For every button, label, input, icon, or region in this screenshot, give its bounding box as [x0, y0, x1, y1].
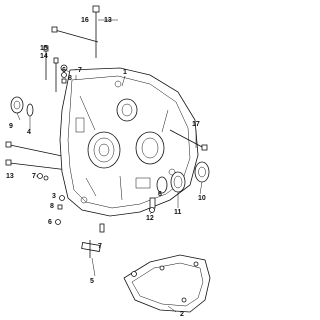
- callout-3: 3: [52, 193, 56, 200]
- callout-4: 4: [27, 129, 31, 136]
- callout-8-right: 6: [158, 191, 162, 198]
- callout-17: 17: [192, 121, 200, 128]
- cover-plate-part[interactable]: [123, 254, 211, 313]
- callout-14-top: 14: [40, 53, 48, 60]
- callout-2: 2: [180, 311, 184, 318]
- callout-8-top: 8: [68, 75, 72, 82]
- callout-6-left: 6: [48, 219, 52, 226]
- callout-7-left: 7: [32, 173, 36, 180]
- leader-lines: [16, 69, 203, 313]
- long-stud-part[interactable]: [92, 5, 100, 58]
- callout-16: 16: [81, 17, 89, 24]
- callout-15: 15: [40, 45, 48, 52]
- washer-part[interactable]: [26, 103, 34, 117]
- callout-9: 9: [9, 123, 13, 130]
- bearing-8-part[interactable]: [156, 176, 168, 194]
- bolt-14-part[interactable]: [43, 45, 59, 92]
- seal-10-part[interactable]: [194, 161, 210, 183]
- transmission-housing-part[interactable]: [59, 67, 199, 217]
- callout-1: 1: [123, 69, 127, 76]
- callout-11: 11: [174, 209, 182, 216]
- bolt-12-part[interactable]: [149, 197, 156, 213]
- callout-10: 10: [198, 195, 206, 202]
- callout-6-top: 6: [62, 67, 66, 74]
- callout-labels: 16 13 15 14 6 7 1 8 9 4 13 7 3 8 6 7 5 1…: [6, 17, 206, 318]
- callout-7-top: 7: [78, 67, 82, 74]
- transmission-housing-exploded-diagram: 16 13 15 14 6 7 1 8 9 4 13 7 3 8 6 7 5 1…: [5, 5, 211, 318]
- callout-5: 5: [90, 278, 94, 285]
- oil-seal-part[interactable]: [10, 96, 24, 114]
- stud-17-part[interactable]: [169, 129, 208, 151]
- callout-13-left: 13: [6, 173, 14, 180]
- bearing-11-part[interactable]: [170, 171, 186, 193]
- stud-15-part[interactable]: [51, 26, 99, 43]
- callout-13-top: 13: [104, 17, 112, 24]
- callout-8-left: 8: [50, 203, 54, 210]
- bolt-13-lower-part[interactable]: [5, 141, 69, 171]
- callout-14-lower: 7: [98, 243, 102, 250]
- dowel-pin-part[interactable]: [81, 240, 101, 258]
- callout-12: 12: [146, 215, 154, 222]
- pin-14-lower-part[interactable]: [99, 223, 105, 233]
- small-bolt-group-left[interactable]: [37, 173, 65, 225]
